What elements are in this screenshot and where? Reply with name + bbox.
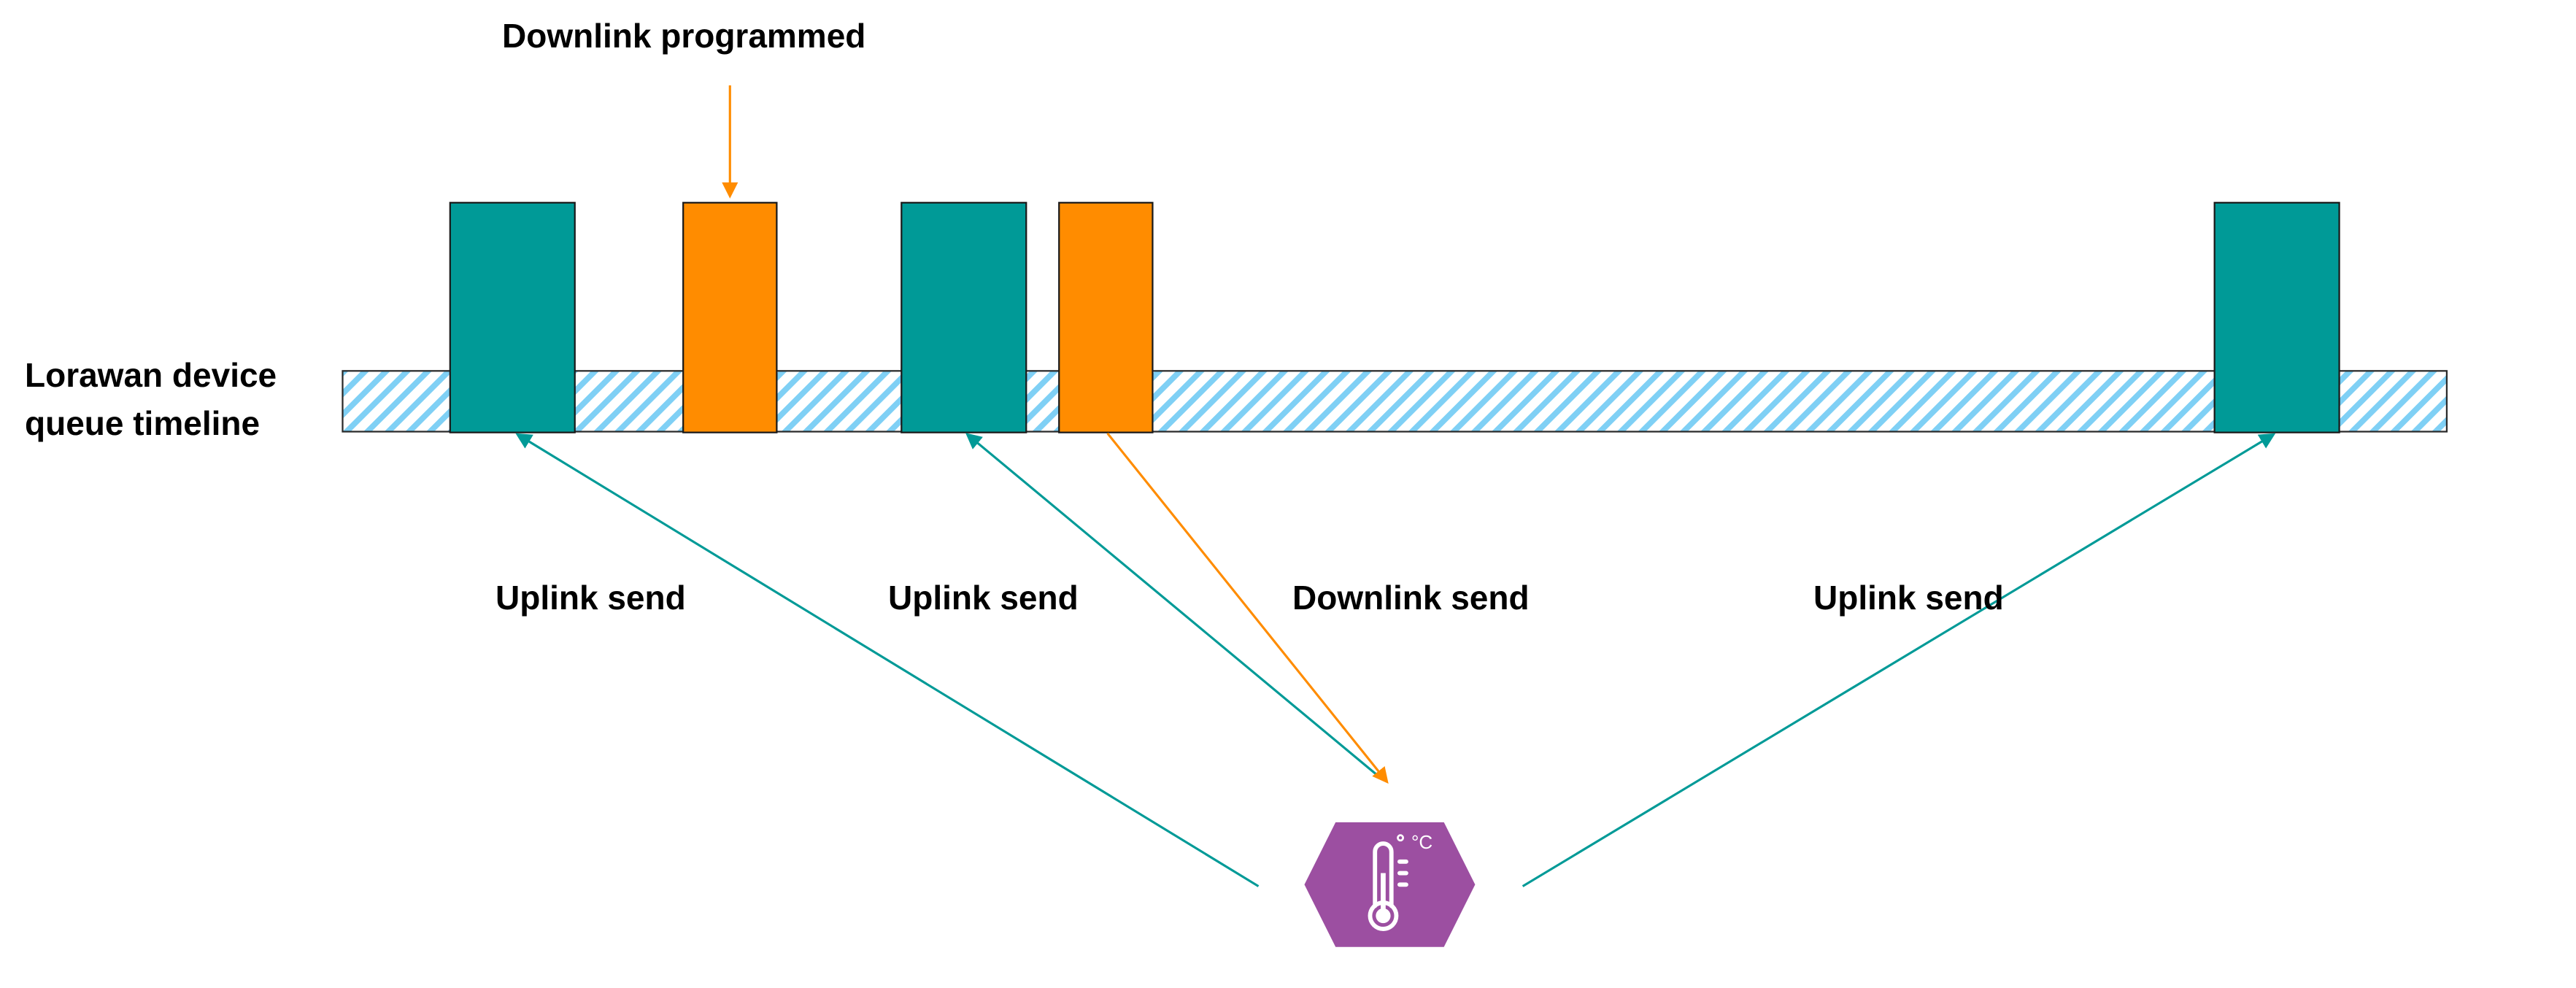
timeline-label-line2: queue timeline [25,404,261,442]
uplink-send-label-3: Uplink send [1813,579,2004,617]
timeline-bar [342,370,2448,433]
uplink-packet-3 [2213,201,2340,433]
downlink-programmed-label: Downlink programmed [502,17,866,55]
uplink-packet-2 [901,201,1027,433]
downlink-packet-sent [1058,201,1154,433]
uplink-packet-1 [449,201,576,433]
sensor-device [1304,822,1476,947]
celsius-unit: °C [1411,831,1433,853]
thermometer-bulb [1376,908,1391,924]
downlink-arrow [1106,432,1389,784]
downlink-packet-programmed [682,201,778,433]
uplink-arrow-2 [965,433,1378,776]
timeline-label-line1: Lorawan device [25,356,277,394]
uplink-arrow-1 [515,433,1260,887]
uplink-arrow-3 [1522,433,2276,887]
uplink-send-label-2: Uplink send [888,579,1079,617]
downlink-send-label: Downlink send [1292,579,1530,617]
uplink-send-label-1: Uplink send [495,579,686,617]
